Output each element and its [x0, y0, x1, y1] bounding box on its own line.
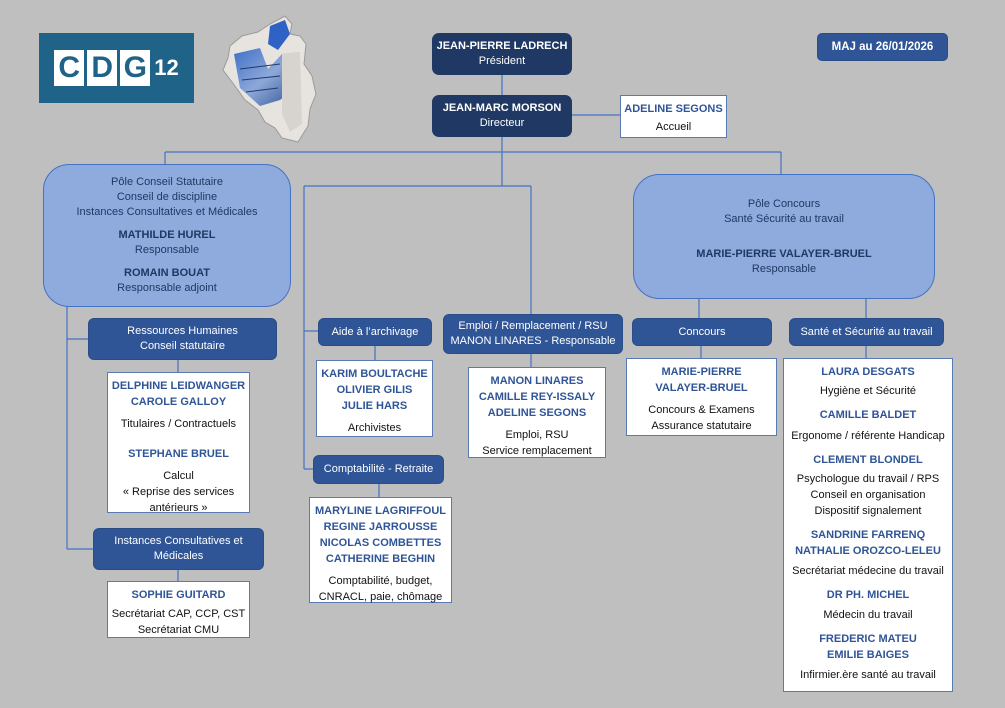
- pole-deputy-role: Responsable adjoint: [117, 282, 217, 294]
- concours-staff-card[interactable]: MARIE-PIERRE VALAYER-BRUEL Concours & Ex…: [626, 358, 777, 436]
- reception-role: Accueil: [655, 121, 692, 133]
- staff-role: Comptabilité, budget,: [328, 575, 433, 587]
- staff-name: NICOLAS COMBETTES: [319, 537, 442, 549]
- pole-deputy-name: ROMAIN BOUAT: [124, 267, 210, 279]
- service-comptabilite-header[interactable]: Comptabilité - Retraite: [313, 455, 444, 484]
- staff-name: CAROLE GALLOY: [130, 396, 227, 408]
- service-title-line: Ressources Humaines: [127, 325, 238, 337]
- staff-role: Conseil en organisation: [810, 489, 926, 501]
- service-title-line: Médicales: [153, 550, 204, 562]
- service-concours-header[interactable]: Concours: [632, 318, 772, 346]
- staff-role: antérieurs »: [149, 502, 208, 514]
- pole-line: Pôle Concours: [747, 197, 821, 210]
- staff-role: Emploi, RSU: [505, 429, 569, 441]
- reception-card[interactable]: ADELINE SEGONS Accueil: [620, 95, 727, 138]
- staff-name: OLIVIER GILIS: [336, 384, 413, 396]
- staff-name: MARIE-PIERRE: [661, 366, 742, 378]
- pole-manager-name: MATHILDE HUREL: [118, 229, 216, 241]
- staff-name: STEPHANE BRUEL: [128, 448, 229, 460]
- staff-role: Archivistes: [347, 422, 402, 434]
- building-map-image: [222, 15, 317, 143]
- staff-name: NATHALIE OROZCO-LELEU: [795, 545, 941, 557]
- pole-manager-name: MARIE-PIERRE VALAYER-BRUEL: [696, 247, 872, 260]
- service-instances-header[interactable]: Instances Consultatives et Médicales: [93, 528, 264, 570]
- staff-role: Secrétariat médecine du travail: [792, 565, 944, 577]
- staff-name: KARIM BOULTACHE: [321, 368, 428, 380]
- staff-name: MANON LINARES: [490, 375, 584, 387]
- staff-role: Calcul: [163, 470, 194, 482]
- staff-name: EMILIE BAIGES: [827, 649, 909, 661]
- staff-name: ADELINE SEGONS: [487, 407, 587, 419]
- pole-concours-sante[interactable]: Pôle Concours Santé Sécurité au travail …: [633, 174, 935, 299]
- staff-name: CAMILLE BALDET: [819, 409, 917, 421]
- director-name: JEAN-MARC MORSON: [442, 102, 562, 114]
- staff-role: Hygiène et Sécurité: [820, 385, 916, 397]
- staff-name: CATHERINE BEGHIN: [325, 553, 436, 565]
- logo-letter: D: [87, 50, 118, 86]
- pole-line: Pôle Conseil Statutaire: [111, 176, 223, 188]
- staff-name: JULIE HARS: [341, 400, 408, 412]
- reception-name: ADELINE SEGONS: [624, 103, 723, 115]
- staff-name: CAMILLE REY-ISSALY: [478, 391, 596, 403]
- pole-conseil-statutaire[interactable]: Pôle Conseil Statutaire Conseil de disci…: [43, 164, 291, 307]
- staff-role: Secrétariat CAP, CCP, CST: [111, 608, 246, 620]
- staff-name: SOPHIE GUITARD: [131, 589, 226, 601]
- sante-staff-card[interactable]: LAURA DESGATS Hygiène et Sécurité CAMILL…: [783, 358, 953, 692]
- pole-manager-role: Responsable: [134, 244, 200, 256]
- staff-name: DELPHINE LEIDWANGER: [111, 380, 246, 392]
- staff-role: Assurance statutaire: [651, 420, 752, 432]
- staff-name: DR PH. MICHEL: [826, 589, 910, 601]
- staff-role: Titulaires / Contractuels: [120, 418, 237, 430]
- emploi-staff-card[interactable]: MANON LINARES CAMILLE REY-ISSALY ADELINE…: [468, 367, 606, 458]
- staff-role: CNRACL, paie, chômage: [318, 591, 443, 603]
- pole-line: Conseil de discipline: [116, 191, 218, 203]
- pole-line: Instances Consultatives et Médicales: [76, 206, 258, 218]
- staff-role: Médecin du travail: [823, 609, 913, 621]
- service-title-line: Conseil statutaire: [140, 340, 225, 352]
- staff-role: Infirmier.ère santé au travail: [800, 669, 936, 681]
- staff-name: MARYLINE LAGRIFFOUL: [315, 505, 446, 517]
- director-box[interactable]: JEAN-MARC MORSON Directeur: [432, 95, 572, 137]
- staff-role: Psychologue du travail / RPS: [796, 473, 940, 485]
- service-title-line: Emploi / Remplacement / RSU: [458, 320, 608, 332]
- staff-name: REGINE JARROUSSE: [323, 521, 438, 533]
- logo-letter: C: [54, 50, 85, 86]
- pole-manager-role: Responsable: [751, 262, 817, 275]
- staff-role: Dispositif signalement: [814, 505, 922, 517]
- staff-role: Secrétariat CMU: [137, 624, 220, 636]
- comptabilite-staff-card[interactable]: MARYLINE LAGRIFFOUL REGINE JARROUSSE NIC…: [309, 497, 452, 603]
- logo-number: 12: [154, 55, 179, 80]
- staff-role: Concours & Examens: [648, 404, 755, 416]
- staff-name: SANDRINE FARRENQ: [810, 529, 926, 541]
- service-rh-header[interactable]: Ressources Humaines Conseil statutaire: [88, 318, 277, 360]
- service-title-line: Instances Consultatives et: [114, 535, 243, 547]
- staff-name: CLEMENT BLONDEL: [813, 454, 923, 466]
- president-box[interactable]: JEAN-PIERRE LADRECH Président: [432, 33, 572, 75]
- staff-name: LAURA DESGATS: [821, 366, 915, 378]
- staff-name: VALAYER-BRUEL: [655, 382, 748, 394]
- archivage-staff-card[interactable]: KARIM BOULTACHE OLIVIER GILIS JULIE HARS…: [316, 360, 433, 437]
- president-role: Président: [478, 55, 526, 67]
- cdg12-logo: C D G 12: [39, 33, 194, 103]
- director-role: Directeur: [479, 117, 525, 129]
- staff-role: « Reprise des services: [122, 486, 235, 498]
- service-sante-header[interactable]: Santé et Sécurité au travail: [789, 318, 944, 346]
- rh-staff-card[interactable]: DELPHINE LEIDWANGER CAROLE GALLOY Titula…: [107, 372, 250, 514]
- staff-name: FREDERIC MATEU: [819, 633, 917, 645]
- pole-line: Santé Sécurité au travail: [724, 212, 844, 225]
- president-name: JEAN-PIERRE LADRECH: [436, 40, 568, 52]
- staff-role: Service remplacement: [482, 445, 592, 457]
- update-date-badge: MAJ au 26/01/2026: [817, 33, 948, 61]
- instances-staff-card[interactable]: SOPHIE GUITARD Secrétariat CAP, CCP, CST…: [107, 581, 250, 638]
- service-archivage-header[interactable]: Aide à l’archivage: [318, 318, 432, 346]
- service-emploi-header[interactable]: Emploi / Remplacement / RSU MANON LINARE…: [443, 314, 623, 354]
- service-title-line: MANON LINARES - Responsable: [450, 335, 616, 347]
- staff-role: Ergonome / référente Handicap: [791, 430, 945, 442]
- logo-letter: G: [120, 50, 151, 86]
